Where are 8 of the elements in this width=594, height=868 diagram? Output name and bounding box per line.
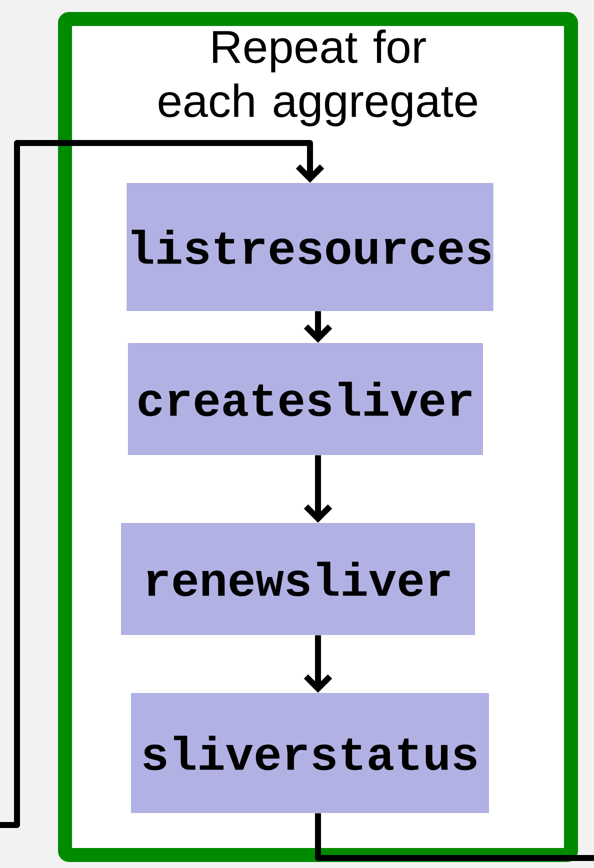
process-box: createsliver bbox=[128, 343, 483, 455]
process-box: renewsliver bbox=[121, 523, 475, 635]
arrow bbox=[304, 635, 332, 693]
arrow bbox=[304, 311, 332, 343]
arrow bbox=[0, 140, 324, 828]
arrow bbox=[304, 455, 332, 523]
process-box: sliverstatus bbox=[131, 693, 489, 813]
process-box: listresources bbox=[126, 183, 494, 311]
